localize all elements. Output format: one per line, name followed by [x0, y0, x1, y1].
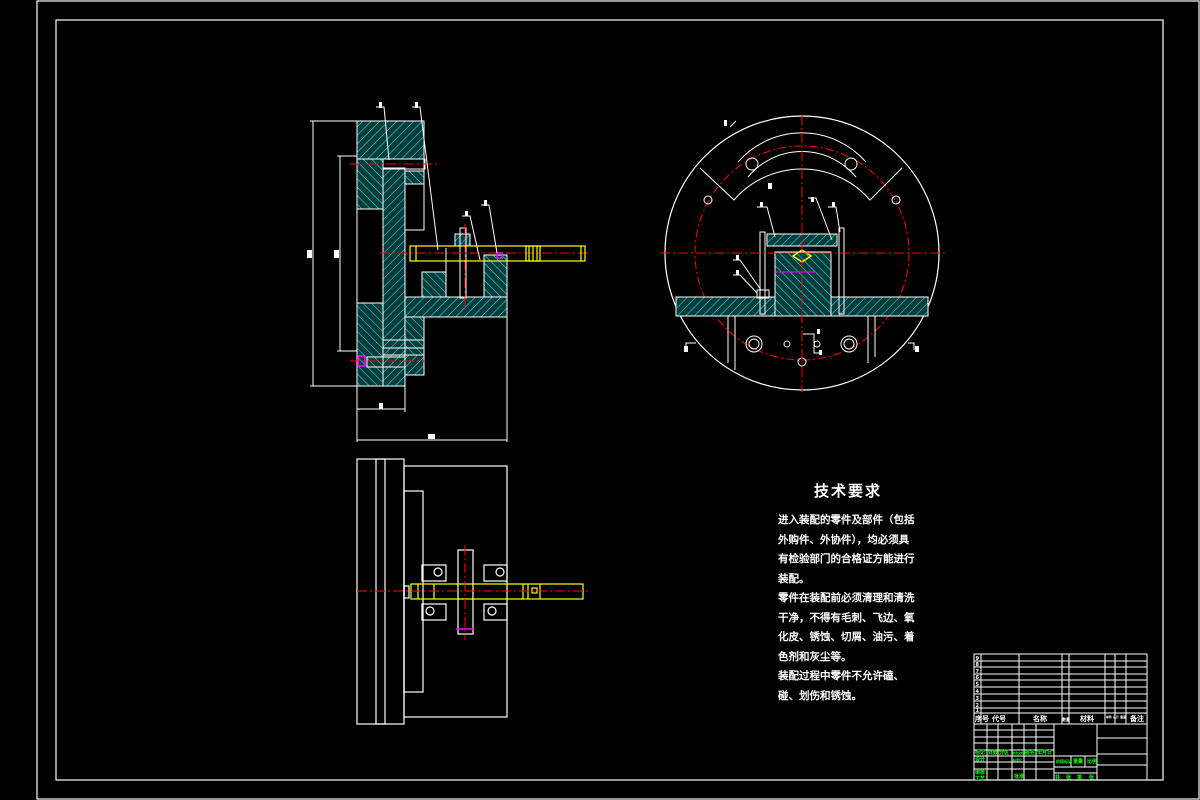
dim-label — [334, 250, 339, 258]
outer-frame — [36, 0, 1200, 800]
title-block — [973, 653, 1148, 781]
bom-row-number: 7 — [976, 669, 980, 675]
tb-label-total: 共 — [1055, 774, 1060, 781]
bom-row-number: 4 — [976, 689, 980, 695]
front-view — [660, 115, 945, 392]
bom-row-number: 2 — [976, 703, 980, 709]
bom-row-number: 3 — [976, 696, 980, 702]
tb-label-zone: 分区 — [999, 749, 1009, 756]
tb-label-change: 更改文件号 — [1012, 750, 1027, 755]
bom-row-number: 9 — [976, 656, 980, 662]
bom-header-material: 材料 — [1079, 714, 1094, 723]
tb-label-date: 年月日 — [1037, 749, 1052, 756]
tb-label-stage: 阶段标记 — [1056, 758, 1072, 764]
bom-row-number: 8 — [976, 662, 980, 668]
tech-requirement-item: 零件在装配前必须清理和清洗干净，不得有毛刺、飞边、氧化皮、锈蚀、切屑、油污、着色… — [778, 592, 915, 663]
tb-label-approve: 批准 — [1014, 773, 1024, 780]
tb-label-scale: 比例 — [1087, 758, 1097, 765]
section-mark-C — [684, 346, 688, 352]
section-mark-C — [915, 346, 919, 352]
tb-label-sheet2: 张 — [1089, 774, 1095, 781]
tech-requirements-title: 技术要求 — [813, 482, 882, 500]
shaft — [409, 245, 586, 262]
bom-header-code: 代号 — [991, 714, 1006, 723]
tb-label-standard: 标准化 — [1012, 757, 1022, 762]
leader-label-A — [724, 120, 727, 126]
tb-label-review: 审核 — [975, 769, 985, 776]
tb-label-weight: 重量 — [1073, 758, 1083, 765]
tb-label-mark: 标记 — [974, 749, 985, 756]
leader-label-8 — [811, 197, 814, 202]
bom-header-weight: 单件 总计 重量 — [1106, 714, 1126, 719]
dim-label — [307, 250, 312, 258]
leader-label-B — [819, 350, 822, 355]
bom-row-number: 1 — [976, 708, 980, 714]
bom-row-number: 5 — [976, 682, 980, 688]
tb-label-sign: 签名 — [1024, 749, 1035, 756]
leader-label-4 — [736, 255, 739, 260]
tb-label-sheet: 张 — [1066, 774, 1072, 781]
bom-header-note: 备注 — [1129, 714, 1144, 723]
leader-label-7 — [760, 202, 763, 207]
tech-requirement-item: 装配过程中零件不允许磕、碰、划伤和锈蚀。 — [778, 670, 904, 702]
tb-label-process: 工艺 — [975, 775, 985, 782]
leader-label-3 — [465, 211, 468, 216]
leader-label-1 — [832, 202, 835, 207]
nut-marker — [357, 355, 366, 367]
dim-label — [379, 403, 383, 409]
side-section-view — [307, 102, 590, 442]
leader-label-2 — [768, 183, 772, 189]
dim-label — [428, 434, 435, 439]
nut-marker — [496, 252, 503, 259]
inner-frame — [55, 19, 1164, 781]
bom-header-qty: 数量 — [1061, 716, 1070, 722]
tb-label-count: 处数 — [987, 749, 999, 756]
bom-row-number: 6 — [976, 675, 980, 681]
leader-label-1 — [379, 102, 382, 108]
bom-header-name: 名称 — [1033, 714, 1047, 723]
bom-header-seq: 序号 — [974, 714, 989, 723]
tb-label-no: 第 — [1077, 774, 1082, 781]
leader-label-1 — [415, 102, 418, 108]
leader-label-B — [817, 329, 820, 334]
leader-label-3 — [736, 270, 739, 275]
tech-requirements: 技术要求 进入装配的零件及部件（包括外购件、外协件），均必须具有检验部门的合格证… — [778, 480, 918, 706]
tech-requirement-item: 进入装配的零件及部件（包括外购件、外协件），均必须具有检验部门的合格证方能进行装… — [778, 514, 915, 585]
top-view — [356, 458, 591, 725]
leader-label-4 — [484, 200, 487, 206]
tb-label-design: 设计 — [975, 756, 985, 763]
